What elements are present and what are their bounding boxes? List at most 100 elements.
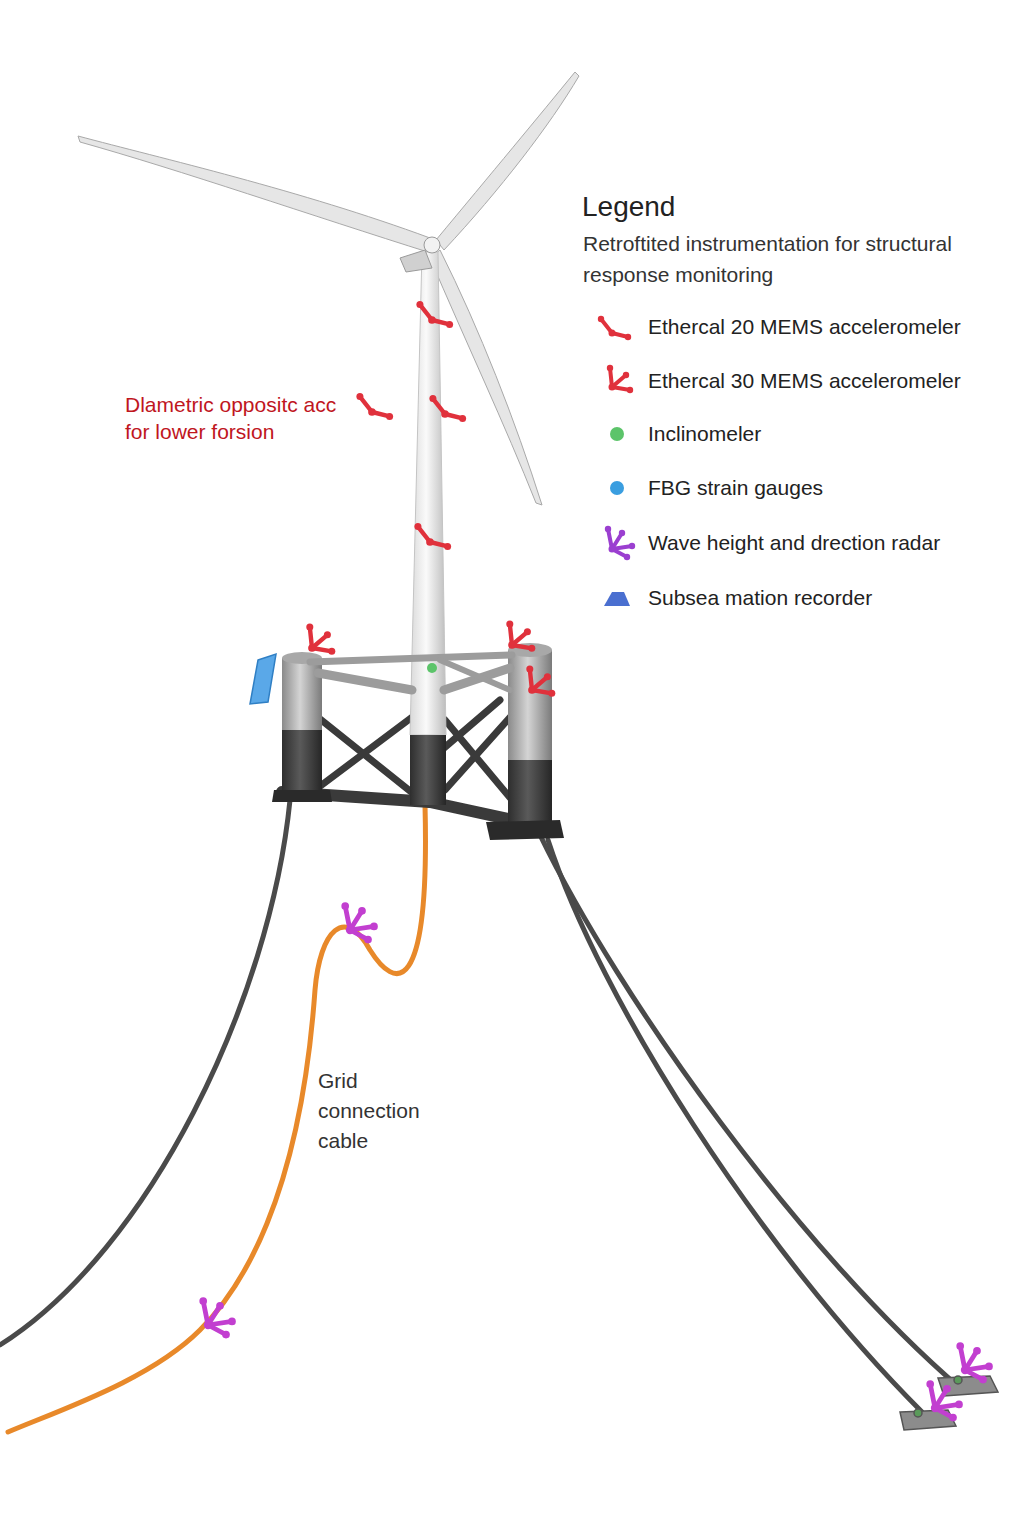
sensor-knob [955, 1401, 963, 1409]
sensor-body [931, 1404, 939, 1412]
deck-brace [440, 660, 510, 690]
brace [315, 715, 415, 790]
sensor-icon [526, 666, 555, 697]
sensor-knob [623, 372, 629, 378]
annotation-note: Dlametric oppositc acc for lower forsion [125, 391, 357, 445]
column-upper [282, 658, 322, 730]
column-lower [282, 730, 322, 792]
legend-text: Ethercal 20 MEMS acceleromeler [648, 313, 961, 341]
sensor-knob [625, 334, 631, 340]
sensor-body [609, 384, 616, 391]
anchor-shackle [914, 1409, 922, 1417]
sensor-body [308, 644, 316, 652]
rotor-blade [436, 72, 579, 250]
legend-swatch [610, 427, 624, 441]
cable-label: Grid connection cable [318, 1066, 438, 1156]
brace [445, 715, 512, 790]
sensor-knob [607, 365, 613, 371]
mooring-line [548, 840, 922, 1412]
sensor-knob [956, 1342, 964, 1350]
sensor-knob [979, 1376, 987, 1384]
deck-braces [310, 655, 512, 690]
legend-row: FBG strain gauges [600, 474, 1024, 502]
legend-row: Ethercal 20 MEMS acceleromeler [600, 313, 1024, 341]
rotor-blade [78, 136, 431, 253]
sensor-knob [429, 395, 436, 402]
column-lower [508, 760, 552, 822]
sensor-knob [446, 321, 453, 328]
sensor-body [426, 538, 434, 546]
inclinometer-symbol [427, 663, 437, 673]
sensor-body [609, 330, 616, 337]
sensor-knob [627, 387, 633, 393]
legend-heading: Legend [582, 190, 882, 224]
sensor-knob [926, 1380, 934, 1388]
sensor-icon [605, 526, 635, 560]
column-base [272, 790, 332, 802]
sensor-knob [444, 543, 451, 550]
rotor-blade [430, 250, 542, 505]
sensor-knob [199, 1297, 207, 1305]
legend-text: Wave height and drection radar [648, 529, 940, 557]
sensor-icons [199, 301, 992, 1421]
sensor-knob [544, 673, 551, 680]
legend-text: Subsea mation recorder [648, 584, 872, 612]
legend-text: Ethercal 30 MEMS acceleromeler [648, 367, 961, 395]
legend-row: Subsea mation recorder [600, 584, 1024, 612]
sensor-knob [985, 1363, 993, 1371]
anchor-shackle [954, 1376, 962, 1384]
sensor-knob [416, 301, 423, 308]
sensor-knob [459, 415, 466, 422]
mooring-lines [0, 800, 960, 1412]
rotor-hub [424, 237, 440, 253]
sensor-knob [386, 413, 393, 420]
tower-base [410, 735, 446, 805]
sensor-knob [341, 902, 349, 910]
anchors [900, 1376, 998, 1430]
sensor-knob [324, 631, 331, 638]
sensor-knob [629, 543, 635, 549]
sensor-knob [216, 1302, 224, 1310]
sensor-body [528, 686, 536, 694]
sensor-icon [414, 523, 451, 550]
sensor-icon [598, 316, 631, 340]
sensor-knob [624, 554, 630, 560]
sensor-knob [598, 316, 604, 322]
sensor-knob [222, 1331, 230, 1339]
sensor-knob [548, 690, 555, 697]
sensor-body [961, 1366, 969, 1374]
sensor-knob [605, 526, 611, 532]
sensor-icon [341, 902, 377, 943]
sensor-icon [956, 1342, 992, 1383]
legend-text: Inclinomeler [648, 420, 761, 448]
sensor-knob [364, 936, 372, 944]
legend-text: FBG strain gauges [648, 474, 823, 502]
sensor-knob [506, 621, 513, 628]
nacelle [400, 250, 432, 272]
sensor-body [428, 316, 436, 324]
column-base [486, 820, 564, 840]
legend-subtitle: Retroftited instrumentation for structur… [583, 228, 963, 290]
brace [315, 715, 415, 795]
sensor-body [346, 926, 354, 934]
deck-brace [318, 673, 412, 690]
sensor-body [441, 410, 449, 418]
sensor-body [609, 546, 616, 553]
sensor-body [508, 641, 516, 649]
sensor-body [204, 1321, 212, 1329]
sensor-icon [607, 365, 633, 393]
sensor-knob [949, 1414, 957, 1422]
sensor-icon [356, 393, 393, 420]
sensor-body [368, 408, 376, 416]
sensor-knob [524, 628, 531, 635]
sensor-knob [328, 648, 335, 655]
recorder-symbol [604, 592, 630, 606]
brace [445, 720, 512, 800]
sensor-knob [358, 907, 366, 915]
sensor-icon [416, 301, 453, 328]
legend-row: Inclinomeler [600, 420, 1024, 448]
column-upper [508, 650, 552, 760]
fbg-strain-gauge [250, 654, 276, 704]
